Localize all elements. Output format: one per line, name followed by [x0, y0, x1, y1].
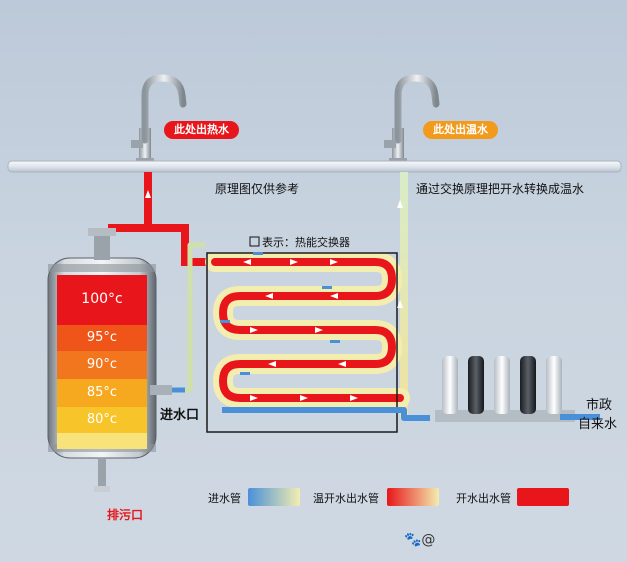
legend-swatch-warm: [387, 488, 439, 506]
tank-level-100: 100°c: [81, 291, 123, 307]
water-tank: [47, 228, 172, 492]
municipal-label-line2: 自来水: [578, 417, 618, 432]
flow-arrows: [145, 190, 403, 401]
warm-outlet-badge: 此处出温水: [423, 121, 498, 139]
municipal-label-line1: 市政: [586, 398, 613, 413]
tank-level-85: 85°c: [86, 385, 118, 400]
flow-arrows-blue: [220, 252, 340, 375]
hot-outlet-badge: 此处出热水: [164, 121, 239, 139]
legend-label-hot: 开水出水管: [456, 492, 511, 505]
tank-level-95: 95°c: [86, 330, 118, 345]
legend-swatch-hot: [517, 488, 569, 506]
legend-label-inlet: 进水管: [208, 492, 241, 505]
inlet-label: 进水口: [160, 408, 200, 423]
principle-note: 原理图仅供参考: [215, 182, 300, 196]
heat-exchanger-label: 表示：热能交换器: [262, 236, 350, 249]
legend-label-warm: 温开水出水管: [313, 492, 379, 505]
countertop-bar: [7, 160, 622, 173]
heat-exchanger-frame: [206, 252, 398, 433]
tank-level-80: 80°c: [86, 412, 118, 427]
exchanger-legend-box: [249, 236, 260, 247]
watermark: 🐾@: [404, 532, 436, 548]
heat-exchanger-coil: [205, 252, 410, 408]
legend-swatch-inlet: [248, 488, 300, 506]
tank-level-90: 90°c: [86, 357, 118, 372]
hot-outlet-pipe: [108, 172, 215, 266]
water-filters: [435, 356, 600, 422]
exchange-note: 通过交换原理把开水转换成温水: [416, 182, 585, 196]
drain-label: 排污口: [107, 508, 144, 522]
warm-outlet-riser: [400, 172, 408, 418]
